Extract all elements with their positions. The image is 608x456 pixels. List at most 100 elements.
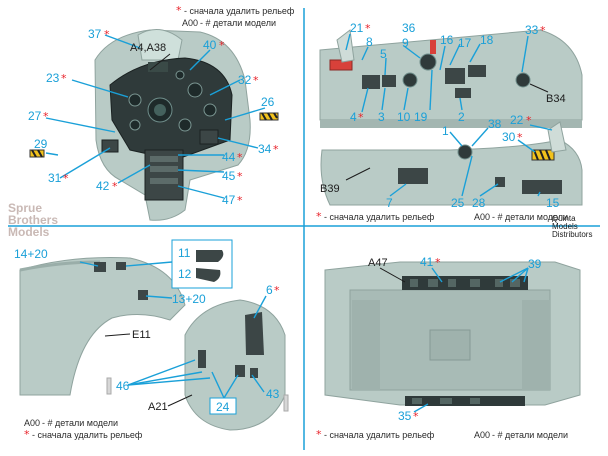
legend-star-text-tr: - сначала удалить рельеф [324,212,435,222]
label-2: 2 [458,110,465,124]
label-15: 15 [546,196,560,210]
svg-text:*: * [253,74,259,87]
instrument-dials [128,62,217,132]
label-16: 16 [440,33,454,47]
label-a4-a38: A4,A38 [130,42,166,54]
panel-bottom-right: A47 41 * 39 35 * * - сначала удалить рел… [316,255,581,441]
legend-model-text-tl: - # детали модели [200,18,276,28]
label-b39: B39 [320,183,340,195]
label-e11: E11 [132,329,151,341]
label-33: 33 [525,23,539,37]
label-40: 40 [203,38,217,52]
label-45: 45 [222,169,236,183]
label-1: 1 [442,124,449,138]
label-30: 30 [502,130,516,144]
inset-box-11-12 [171,239,233,289]
legend-star-text-bl: - сначала удалить рельеф [32,430,143,440]
label-10: 10 [397,110,411,124]
label-21: 21 [350,21,364,35]
label-26: 26 [261,95,275,109]
svg-text:*: * [104,28,110,41]
watermark-right: Quinta Models Distributors [552,214,592,239]
label-25: 25 [451,196,465,210]
label-17: 17 [458,36,472,50]
panel-bottom-left: 14+20 11 12 13+20 6 * E11 46 43 A21 24 A… [14,239,289,441]
svg-text:*: * [540,24,546,37]
svg-text:*: * [24,428,30,441]
warning-stripe-right [259,112,279,121]
callout-box-24 [209,397,237,415]
label-39: 39 [528,257,542,271]
svg-text:*: * [237,194,243,207]
svg-text:Sprue: Sprue [8,201,42,215]
label-47: 47 [222,193,236,207]
label-5: 5 [380,47,387,61]
legend-model-text-tr: - # детали модели [492,212,568,222]
watermark-left: Sprue Brothers Models [8,201,58,239]
label-46: 46 [116,379,130,393]
label-14-20: 14+20 [14,247,48,261]
label-28: 28 [472,196,486,210]
svg-text:*: * [112,180,118,193]
label-38: 38 [488,117,502,131]
svg-text:*: * [358,111,364,124]
label-43: 43 [266,387,280,401]
label-34: 34 [258,142,272,156]
svg-text:*: * [435,256,441,269]
panel-top-right: 21 * 8 36 9 17 18 33 * 5 16 B34 4 * 3 10… [316,21,583,223]
svg-text:*: * [316,210,322,223]
label-12: 12 [178,267,192,281]
svg-text:*: * [274,284,280,297]
legend-model-text-br: - # детали модели [492,430,568,440]
legend-code-br: A00 [474,430,490,440]
label-18: 18 [480,33,494,47]
label-6: 6 [266,283,273,297]
legend-star-text-tl: - сначала удалить рельеф [184,6,295,16]
svg-text:Quinta: Quinta [552,214,576,223]
legend-code-tr: A00 [474,212,490,222]
label-3: 3 [378,110,385,124]
label-a21: A21 [148,401,168,413]
legend-code-bl: A00 [24,418,40,428]
svg-text:*: * [526,114,532,127]
label-36: 36 [402,21,416,35]
label-31: 31 [48,171,62,185]
label-42: 42 [96,179,110,193]
glare-shield-e11 [19,257,186,396]
legend-star-text-br: - сначала удалить рельеф [324,430,435,440]
svg-text:Distributors: Distributors [552,230,592,239]
svg-text:*: * [43,110,49,123]
label-29: 29 [34,137,48,151]
svg-text:*: * [237,170,243,183]
svg-text:*: * [219,39,225,52]
label-32: 32 [238,73,252,87]
label-4: 4 [350,110,357,124]
svg-text:Models: Models [8,225,50,239]
svg-text:*: * [237,151,243,164]
label-8: 8 [366,35,373,49]
svg-text:Models: Models [552,222,578,231]
label-22: 22 [510,113,524,127]
legend-model-text-bl: - # детали модели [42,418,118,428]
svg-text:*: * [176,4,182,17]
label-37: 37 [88,27,102,41]
svg-text:*: * [273,143,279,156]
label-a47: A47 [368,257,388,269]
svg-text:*: * [365,22,371,35]
label-13-20: 13+20 [172,292,206,306]
panel-top-left: 37 * A4,A38 40 * 23 * 32 * 26 27 * 29 34… [28,4,295,221]
label-9: 9 [402,36,409,50]
label-44: 44 [222,150,236,164]
legend-code-tl: A00 [182,18,198,28]
warning-stripe-left [29,149,45,158]
svg-text:*: * [61,72,67,85]
label-24: 24 [216,400,230,414]
label-27: 27 [28,109,42,123]
hood-shape [137,29,183,61]
label-11: 11 [178,246,191,260]
label-41: 41 [420,255,434,269]
svg-text:*: * [63,172,69,185]
svg-text:Brothers: Brothers [8,213,58,227]
svg-text:*: * [517,131,523,144]
